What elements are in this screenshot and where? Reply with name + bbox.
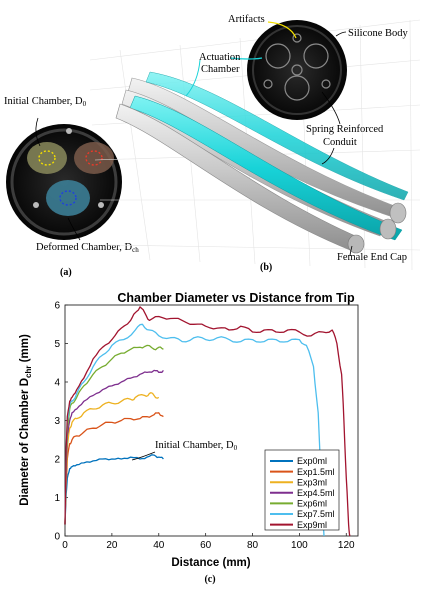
panel-c: Chamber Diameter vs Distance from Tip 0 2… <box>19 291 359 585</box>
x-tick-label: 0 <box>62 540 68 551</box>
deformed-chamber-shape <box>46 180 90 216</box>
series-line-exp3ml <box>64 392 160 525</box>
legend-entry: Exp0ml <box>297 456 327 466</box>
y-tick-label: 5 <box>54 339 60 350</box>
initial-chamber-annotation: Initial Chamber, D0 <box>155 440 238 452</box>
actuation-chamber-label-1: Actuation <box>199 52 241 63</box>
panel-a-label: (a) <box>60 267 72 278</box>
silicone-leader <box>335 31 347 37</box>
chart-title: Chamber Diameter vs Distance from Tip <box>117 291 355 305</box>
spring-leader-2 <box>321 147 335 165</box>
y-tick-label: 0 <box>54 532 60 543</box>
y-tick-label: 6 <box>54 301 60 312</box>
series-line-exp9ml <box>64 306 351 537</box>
chamber-2-shape <box>74 142 114 174</box>
spring-label-2: Conduit <box>323 137 357 148</box>
legend-entry: Exp1.5ml <box>297 467 335 477</box>
initial-chamber-label: Initial Chamber, D0 <box>4 96 87 108</box>
series-line-exp0ml <box>64 454 164 525</box>
legend-entry: Exp9ml <box>297 520 327 530</box>
x-axis-label: Distance (mm) <box>171 557 250 569</box>
actuation-chamber-cyan <box>129 95 403 241</box>
deformed-chamber-leader <box>67 217 81 241</box>
panel-b: Artifacts Silicone Body Actuation Chambe… <box>89 14 421 273</box>
actuation-leader-2 <box>185 59 201 97</box>
series-line-exp7-5ml <box>64 323 325 537</box>
legend-entry: Exp6ml <box>297 499 327 509</box>
x-tick-label: 20 <box>106 540 118 551</box>
legend: Exp0mlExp1.5mlExp3mlExp4.5mlExp6mlExp7.5… <box>264 449 340 531</box>
spring-leader <box>321 91 341 125</box>
x-tick-label: 60 <box>200 540 212 551</box>
annotation-leader <box>131 451 156 461</box>
female-end-cap-shape <box>347 234 365 254</box>
actuator-3d-render <box>115 71 409 254</box>
x-axis: 0 20 40 60 80 100 120 <box>62 533 355 551</box>
initial-chamber-shape <box>27 142 67 174</box>
x-tick-label: 80 <box>247 540 259 551</box>
x-tick-label: 40 <box>153 540 165 551</box>
artifacts-leader <box>267 21 297 39</box>
x-tick-label: 120 <box>338 540 355 551</box>
endcap-leader <box>349 245 353 257</box>
actuation-leader <box>229 57 263 60</box>
actuation-chamber-label-2: Chamber <box>201 64 240 75</box>
series-line-exp6ml <box>64 344 164 525</box>
legend-entry: Exp7.5ml <box>297 509 335 519</box>
y-tick-label: 3 <box>54 416 60 427</box>
panel-c-label: (c) <box>204 574 215 585</box>
series-line-exp1-5ml <box>64 412 164 525</box>
ct-cross-section-b <box>247 20 347 120</box>
legend-entry: Exp3ml <box>297 477 327 487</box>
legend-box <box>264 449 340 531</box>
y-axis-label: Diameter of Chamber Dchr (mm) <box>19 334 33 506</box>
female-end-cap-label: Female End Cap <box>337 252 407 263</box>
y-axis: 0 1 2 3 4 5 6 <box>54 301 68 543</box>
chamber-icon-group <box>27 128 114 216</box>
series-line-exp4-5ml <box>64 369 164 525</box>
y-tick-label: 4 <box>54 378 60 389</box>
x-tick-label: 100 <box>291 540 308 551</box>
spring-label-1: Spring Reinforced <box>306 124 384 135</box>
y-tick-label: 1 <box>54 493 60 504</box>
artifacts-label: Artifacts <box>228 14 265 25</box>
initial-chamber-leader <box>35 117 41 147</box>
panel-a: Initial Chamber, D0 Deformed Chamber, Dc… <box>4 96 139 278</box>
series-lines <box>64 306 351 537</box>
deformed-chamber-label: Deformed Chamber, Dch <box>36 242 139 254</box>
legend-entry: Exp4.5ml <box>297 488 335 498</box>
silicone-body-label: Silicone Body <box>348 28 409 39</box>
panel-b-label: (b) <box>260 262 272 273</box>
y-tick-label: 2 <box>54 455 60 466</box>
